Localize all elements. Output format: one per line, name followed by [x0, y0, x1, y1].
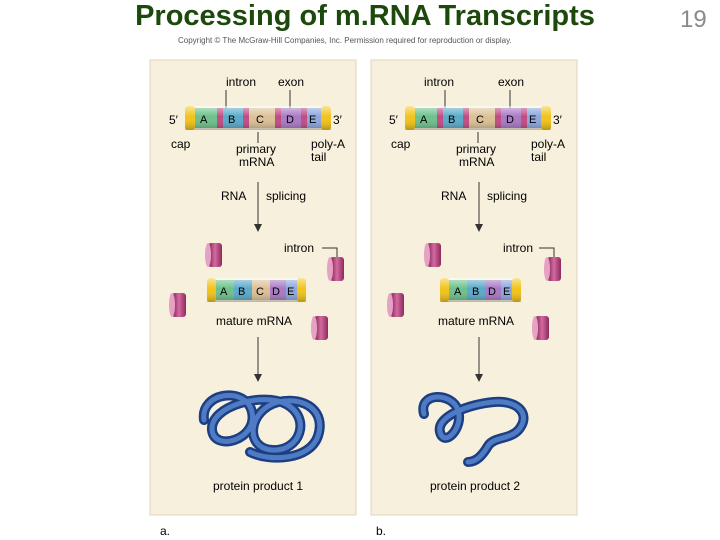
exon-c-label: C [256, 114, 264, 126]
splicing-label: splicing [266, 189, 306, 203]
exon-a-label: A [420, 114, 428, 126]
cap-label: cap [171, 137, 191, 151]
rna-label: RNA [221, 189, 246, 203]
panel-label: a. [160, 524, 170, 538]
slide-number: 19 [680, 6, 707, 33]
mrna-label: mRNA [459, 155, 494, 169]
five-prime-label: 5′ [169, 113, 179, 127]
rna-label: RNA [441, 189, 466, 203]
primary-label: primary [236, 142, 276, 156]
mature-mrna-label: mature mRNA [438, 314, 514, 328]
slide-title: Processing of m.RNA Transcripts [135, 0, 595, 32]
mature-mrna-strip: A B C D E [207, 278, 306, 302]
mature-exon-d-label: D [488, 286, 496, 298]
exon-d-label: D [506, 114, 514, 126]
primary-label: primary [456, 142, 496, 156]
exon-d-label: D [286, 114, 294, 126]
intron-fragments [387, 243, 561, 340]
mrna-label: mRNA [239, 155, 274, 169]
exon-label: exon [498, 75, 524, 89]
exon-b-label: B [448, 114, 455, 126]
three-prime-label: 3′ [553, 113, 563, 127]
splicing-label: splicing [487, 189, 527, 203]
mature-exon-e-label: E [503, 286, 510, 298]
exon-b-label: B [228, 114, 235, 126]
exon-label: exon [278, 75, 304, 89]
three-prime-label: 3′ [333, 113, 343, 127]
copyright-notice: Copyright © The McGraw-Hill Companies, I… [178, 36, 512, 45]
mature-exon-b-label: B [238, 286, 245, 298]
protein-product-label: protein product 2 [430, 479, 520, 493]
protein-product-label: protein product 1 [213, 479, 303, 493]
intron-label: intron [226, 75, 256, 89]
exon-e-label: E [529, 114, 536, 126]
cap-label: cap [391, 137, 411, 151]
mature-exon-a-label: A [220, 286, 228, 298]
mature-mrna-strip: A B D E [440, 278, 521, 302]
mature-exon-b-label: B [472, 286, 479, 298]
protein-product-2-shape [418, 392, 529, 467]
intron-fragments [169, 243, 344, 340]
mature-exon-c-label: C [256, 286, 264, 298]
poly-a-label: poly-A [311, 137, 345, 151]
mature-mrna-label: mature mRNA [216, 314, 292, 328]
tail-label: tail [531, 150, 546, 164]
intron-label-2: intron [503, 241, 533, 255]
exon-c-label: C [476, 114, 484, 126]
intron-label: intron [424, 75, 454, 89]
primary-mrna-strip: A B C D E [185, 106, 331, 130]
intron-label-2: intron [284, 241, 314, 255]
exon-a-label: A [200, 114, 208, 126]
mature-exon-d-label: D [272, 286, 280, 298]
poly-a-label: poly-A [531, 137, 565, 151]
panel-b: intron exon 5′ 3′ A B C D E cap primary [370, 59, 578, 538]
panel-label: b. [376, 524, 386, 538]
five-prime-label: 5′ [389, 113, 399, 127]
primary-mrna-strip: A B C D E [405, 106, 551, 130]
mature-exon-a-label: A [454, 286, 462, 298]
exon-e-label: E [309, 114, 316, 126]
protein-product-1-shape [198, 390, 325, 463]
tail-label: tail [311, 150, 326, 164]
mature-exon-e-label: E [287, 286, 294, 298]
panel-a: intron exon 5′ 3′ A B C D E cap primary [149, 59, 357, 538]
